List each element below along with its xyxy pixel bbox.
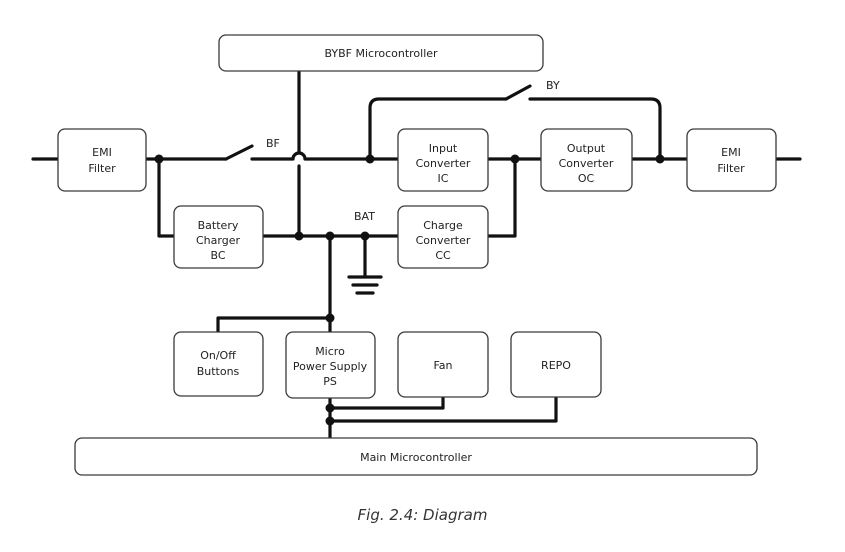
onoff-buttons-block: On/Off Buttons [173,331,264,397]
block-label: BC [210,249,225,262]
wire-fan [328,395,445,410]
block-label: PS [323,375,337,388]
junction-dot [510,154,520,164]
block-label: EMI [721,146,741,159]
junction-dot [325,416,335,426]
block-label: Micro [315,345,345,358]
junction-dot [294,231,304,241]
block-label: Filter [88,162,116,175]
micro-power-supply-block: Micro Power Supply PS [285,331,376,399]
block-label: On/Off [200,349,236,362]
input-converter-block: Input Converter IC [397,128,489,192]
bf-switch-label: BF [266,137,280,150]
bybf-microcontroller-block: BYBF Microcontroller [218,34,544,72]
block-label: IC [438,172,449,185]
figure-caption: Fig. 2.4: Diagram [357,506,488,524]
junction-dot [325,313,335,323]
block-label: Buttons [197,365,240,378]
by-switch-label: BY [546,79,560,92]
switch-bf-blade [224,144,254,161]
block-label: Filter [717,162,745,175]
wire-repo [328,395,558,423]
wire-cc-up [486,157,517,238]
junction-dot [154,154,164,164]
wire-bypass-right [528,97,662,161]
battery-charger-block: Battery Charger BC [173,205,264,269]
wire-to-battery-charger [157,157,176,238]
block-label: Converter [559,157,614,170]
block-label: Fan [433,359,452,372]
junctions [154,154,665,426]
block-label: EMI [92,146,112,159]
junction-dot [655,154,665,164]
block-label: Charge [423,219,463,232]
block-label: Converter [416,234,471,247]
block-label: CC [435,249,451,262]
emi-filter-right-block: EMI Filter [686,128,777,192]
emi-filter-left-block: EMI Filter [57,128,147,192]
block-label: Power Supply [293,360,368,373]
bat-node-label: BAT [354,210,375,223]
wire-onoff [216,316,332,334]
block-label: Input [429,142,458,155]
output-converter-block: Output Converter OC [540,128,633,192]
switch-by-blade [504,84,532,101]
charge-converter-block: Charge Converter CC [397,205,489,269]
block-label: OC [578,172,595,185]
junction-dot [365,154,375,164]
block-label: Output [567,142,606,155]
fan-block: Fan [397,331,489,398]
block-label: Main Microcontroller [360,451,472,464]
junction-dot [325,231,335,241]
wire-bypass [368,97,508,161]
block-label: Converter [416,157,471,170]
junction-dot [325,403,335,413]
block-label: Battery [198,219,239,232]
wire-bf-to-ic [250,151,400,161]
junction-dot [360,231,370,241]
main-microcontroller-block: Main Microcontroller [74,437,758,476]
block-label: REPO [541,359,571,372]
block-label: Charger [196,234,240,247]
repo-block: REPO [510,331,602,398]
block-label: BYBF Microcontroller [324,47,438,60]
